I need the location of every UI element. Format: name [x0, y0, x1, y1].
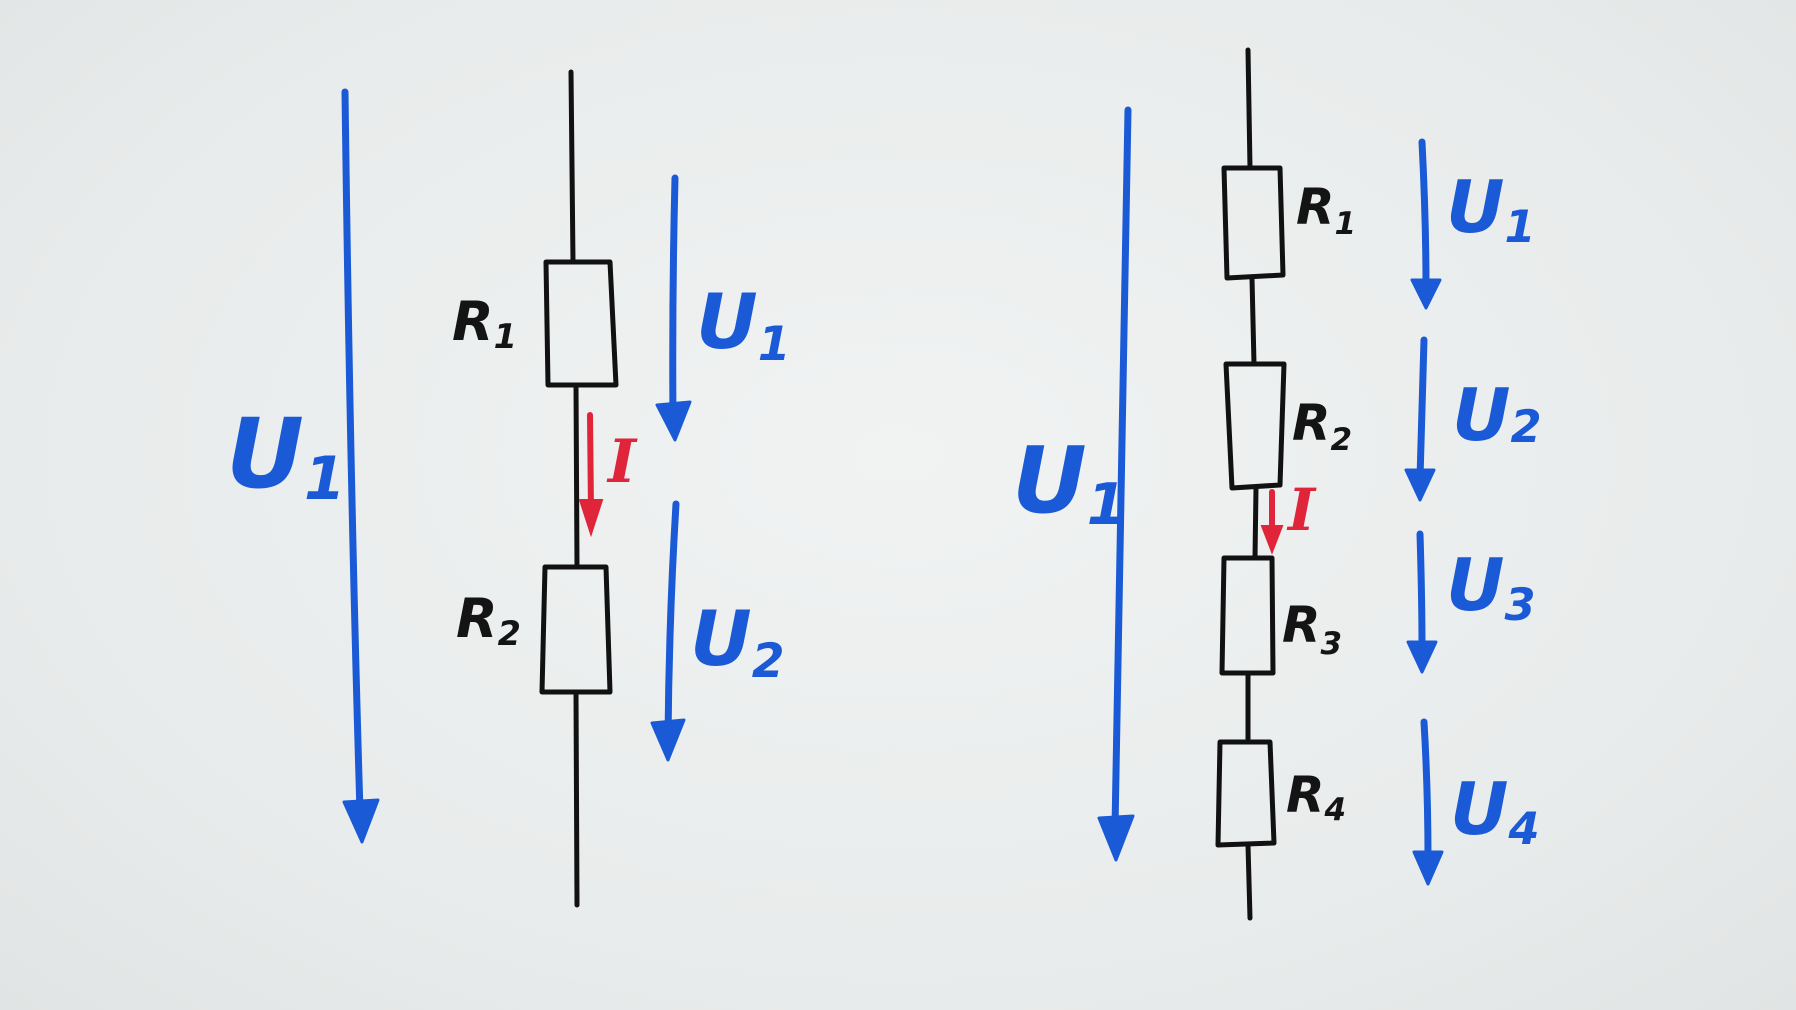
right-r2-label: R2	[1292, 394, 1352, 458]
right-circuit: R1 R2 R3 R4 U1 U1 U2 U3	[1012, 47, 1542, 921]
right-resistor-r1	[1221, 165, 1286, 281]
right-u1-arrowhead	[1410, 278, 1442, 310]
left-wire-middle	[573, 382, 580, 570]
right-u3-arrowhead	[1406, 640, 1438, 674]
right-u1-label: U1	[1446, 165, 1536, 253]
left-total-voltage-label: U1	[226, 398, 345, 514]
right-wire-bottom	[1245, 842, 1253, 921]
left-r1-label: R1	[452, 290, 517, 356]
right-r3-label: R3	[1282, 596, 1342, 662]
right-u4-arrow	[1420, 718, 1432, 862]
right-u2-arrow	[1416, 336, 1428, 482]
right-resistor-r3	[1219, 555, 1276, 676]
left-wire-bottom	[573, 689, 580, 908]
right-total-voltage-arrow	[1111, 106, 1132, 832]
left-r2-label: R2	[456, 587, 521, 653]
right-wire-top	[1245, 47, 1253, 171]
right-wire-r1-r2	[1249, 275, 1257, 367]
right-current-arrowhead	[1260, 525, 1284, 555]
right-total-voltage-arrowhead	[1097, 814, 1135, 862]
right-u3-arrow	[1416, 530, 1426, 652]
left-u1-arrow	[669, 174, 679, 422]
right-current-label: I	[1286, 476, 1317, 544]
right-u4-arrowhead	[1412, 850, 1444, 886]
right-r4-label: R4	[1286, 766, 1346, 828]
right-u3-label: U3	[1446, 543, 1536, 631]
right-r1-label: R1	[1296, 178, 1356, 242]
left-current-arrowhead	[578, 499, 604, 538]
right-resistor-r2	[1223, 361, 1287, 491]
left-u2-label: U2	[690, 594, 785, 689]
left-total-voltage-arrowhead	[342, 798, 380, 844]
right-u1-arrow	[1418, 138, 1430, 292]
left-u1-arrowhead	[655, 400, 692, 442]
right-u4-label: U4	[1450, 767, 1540, 855]
left-u2-arrow	[664, 500, 680, 742]
left-wire-top	[568, 69, 576, 265]
right-resistor-r4	[1215, 739, 1277, 848]
left-total-voltage-arrow	[341, 88, 364, 816]
right-u2-arrowhead	[1404, 468, 1436, 502]
right-total-voltage-label: U1	[1012, 427, 1126, 538]
left-current-arrow	[587, 412, 594, 513]
left-resistor-r2	[539, 564, 613, 695]
left-current-label: I	[606, 427, 638, 497]
left-resistor-r1	[543, 259, 619, 388]
left-circuit: R1 R2 U1 U1 U2 I	[226, 69, 791, 908]
left-u2-arrowhead	[650, 718, 686, 762]
left-u1-label: U1	[696, 277, 791, 372]
right-u2-label: U2	[1452, 373, 1542, 457]
right-wire-r2-r3	[1252, 485, 1259, 561]
